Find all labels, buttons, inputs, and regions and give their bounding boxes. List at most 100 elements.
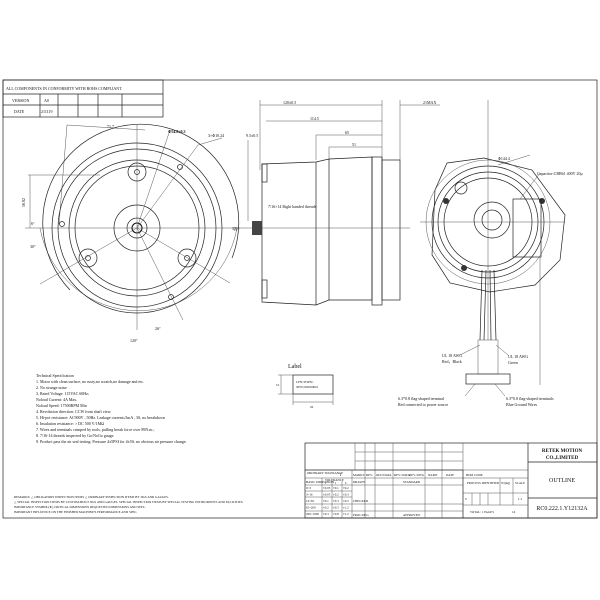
- checked-label: CHECKED: [353, 499, 369, 503]
- term-left-1: 6.3*0.8 flag-shaped terminal: [398, 396, 445, 401]
- angle-small: 6°: [31, 221, 35, 226]
- drawing-frame: [2, 79, 598, 519]
- dim-height: 56.82: [21, 198, 26, 207]
- tolerance-cell: ±0.5: [333, 506, 339, 510]
- stage-value: S: [465, 497, 467, 501]
- angle-120: 120°: [130, 338, 138, 343]
- remarks-line4: IMPORTANT INFLUENCE ON THE FINISHED MACH…: [14, 510, 138, 514]
- tolerance-cell: ±0.5: [343, 499, 349, 503]
- label-title: Label: [288, 364, 302, 370]
- dim-114: 114.5: [310, 116, 319, 121]
- rev-dwg-header: REV. DWG: [409, 473, 425, 477]
- bom-code: BOM CODE: [466, 473, 483, 477]
- wire-left-color: Red，Black: [442, 359, 462, 364]
- term-left-2: Red connected to power source: [398, 402, 448, 407]
- dim-shaft: 9.5±0.5: [246, 133, 258, 138]
- wire-right: UL 18 AWG: [508, 354, 528, 359]
- wire-left: UL 18 AWG: [442, 353, 462, 358]
- spec-item: 4. Revolution direction: CCW from shaft …: [36, 409, 111, 414]
- tolerance-cell: ±0.2: [343, 486, 349, 490]
- capacitor-label: Capacitor:CBB61 400V 20μ: [537, 171, 583, 176]
- tolerance-cell: ±0.1: [333, 486, 339, 490]
- date-label: DATE: [14, 109, 25, 114]
- spec-item: Noload Speed: 17500RPM Min: [36, 403, 87, 408]
- holes-label: 3×Φ10.24: [208, 133, 224, 138]
- tolerance-cell: ±1.2: [343, 512, 349, 516]
- tolerance-cell: ±0.8: [333, 512, 339, 516]
- tolerance-cell: ±0.05: [323, 486, 331, 490]
- spec-item: 1. Motor with clean surface, no rusty,no…: [36, 379, 144, 385]
- tolerance-row-range: 3~16: [306, 493, 313, 497]
- standard-label: STANDARD: [403, 480, 421, 484]
- document-name: OUTLINE: [549, 478, 575, 484]
- date-header: DATE: [446, 473, 454, 477]
- weight-label: Wt(kg): [501, 481, 510, 485]
- dim-65: 65: [345, 130, 349, 135]
- company-name-1: RETEK MOTION: [542, 449, 583, 454]
- tolerance-cell: ±0.3: [323, 512, 329, 516]
- tolerance-grade: I: [340, 472, 342, 477]
- spec-item: Noload Current: 4A Max.: [36, 397, 77, 402]
- spec-item: 5. Hi-pot resistance: AC900V , 50Hz. Lea…: [36, 415, 165, 421]
- spec-item: 8. 7/16-14 threads inspected by Go/NoGo …: [36, 433, 114, 438]
- spec-item: 3. Rated Voltage: 115VAC 60Hz;: [36, 391, 89, 396]
- spec-item: 7. Wires and terminals crimped by tools,…: [36, 427, 155, 433]
- thread-note: 7/16×14 Right handed threads: [268, 204, 317, 209]
- tolerance-column-header: J: [335, 481, 337, 485]
- header-table: ALL COMPONENTS IN CONFORMITY WITH ROHS C…: [2, 79, 164, 118]
- phi-label: Φ54.8±0.3: [168, 129, 186, 134]
- page-number: 1#: [512, 510, 516, 514]
- remarks-line3: IMPORTANCE SYMBOL(★) CRITICAL DIMENSIONS…: [14, 505, 146, 509]
- rear-view: Φ144.4 Capacitor:CBB61 400V 20μ UL 18 AW…: [398, 100, 583, 407]
- tolerance-cell: ±0.3: [343, 493, 349, 497]
- version-label: VERSION: [12, 98, 29, 103]
- process-identifier: PROCESS IDENTIFIER: [467, 481, 500, 485]
- rev-data-header: REV. DATA: [394, 473, 410, 477]
- tolerance-row-range: 200~1000: [306, 512, 319, 516]
- spec-item: 6. Insulation resistance: > DC 500 V/1MΩ: [36, 421, 104, 426]
- capacitor: [512, 198, 542, 258]
- approved-label: APPROVED: [403, 513, 421, 517]
- wire-right-color: Green: [508, 360, 518, 365]
- total-pages: TOTAL: 1 PAGES: [470, 510, 494, 514]
- tolerance-cell: ±0.2: [323, 506, 329, 510]
- diameter-label: Φ144.4: [498, 156, 510, 161]
- marks-header: MARKS: [353, 473, 365, 477]
- dim-51: 51: [352, 142, 356, 147]
- title-block: ORDINARY TOLERANCE I BASIC DIMENSION TOL…: [304, 442, 598, 519]
- remarks-line1: REMARKS: △ OBLIGATORY INSPECTION ITEMS △…: [14, 495, 169, 499]
- label-line2: XPN:2020X0001: [296, 385, 319, 389]
- company-name-2: CO.,LIMITED: [546, 456, 579, 461]
- scale-label: SCALE: [515, 481, 525, 485]
- angle-left: 30°: [30, 244, 36, 249]
- spec-title: Technical Specification: [36, 373, 74, 378]
- name-header: NAME: [428, 473, 437, 477]
- rohs-note: ALL COMPONENTS IN CONFORMITY WITH ROHS C…: [6, 86, 122, 91]
- label-line1: CPN:333PSC: [296, 380, 314, 384]
- tolerance-row-range: 65~200: [306, 506, 316, 510]
- tolerance-cell: ±0.3: [333, 499, 339, 503]
- drawn-label: DRAWN: [353, 480, 365, 484]
- shaft-dim: 12°: [234, 228, 239, 232]
- dim-max: 21MAX: [423, 100, 436, 105]
- term-right-2: Blue Ground Wires: [506, 402, 538, 407]
- basic-dimension: BASIC DIMENSION: [306, 480, 335, 484]
- spec-item: 2. No strange noise: [36, 385, 67, 390]
- version-value: A0: [44, 98, 49, 103]
- tolerance-header: TOLERANCE: [325, 478, 344, 482]
- spec-item: 9. Product pass the air seal testing: Pr…: [36, 439, 187, 445]
- ordinary-tolerance: ORDINARY TOLERANCE: [307, 471, 343, 475]
- dim-width: 71.7: [107, 124, 114, 129]
- angle-right: 35°: [232, 226, 238, 231]
- remarks: REMARKS: △ OBLIGATORY INSPECTION ITEMS △…: [14, 495, 244, 514]
- tolerance-column-header: I: [325, 481, 326, 485]
- front-view: 71.7 Φ54.8±0.3 3×Φ10.24 56.82 30° 6° 35°…: [21, 123, 240, 343]
- label-height: 10: [276, 383, 280, 387]
- side-view: 120±0.5 21MAX 114.5 65 51 9.5±0.5 7/16×1…: [234, 100, 440, 306]
- angle-bottom: 26°: [155, 326, 161, 331]
- technical-specification: Technical Specification 1. Motor with cl…: [36, 373, 187, 445]
- tolerance-cell: ±0.2: [333, 493, 339, 497]
- remarks-line2: △ SPECIAL INSPECTION ITEMS BY CUSTOM-BUI…: [14, 500, 244, 504]
- rev-header: REV.: [366, 473, 373, 477]
